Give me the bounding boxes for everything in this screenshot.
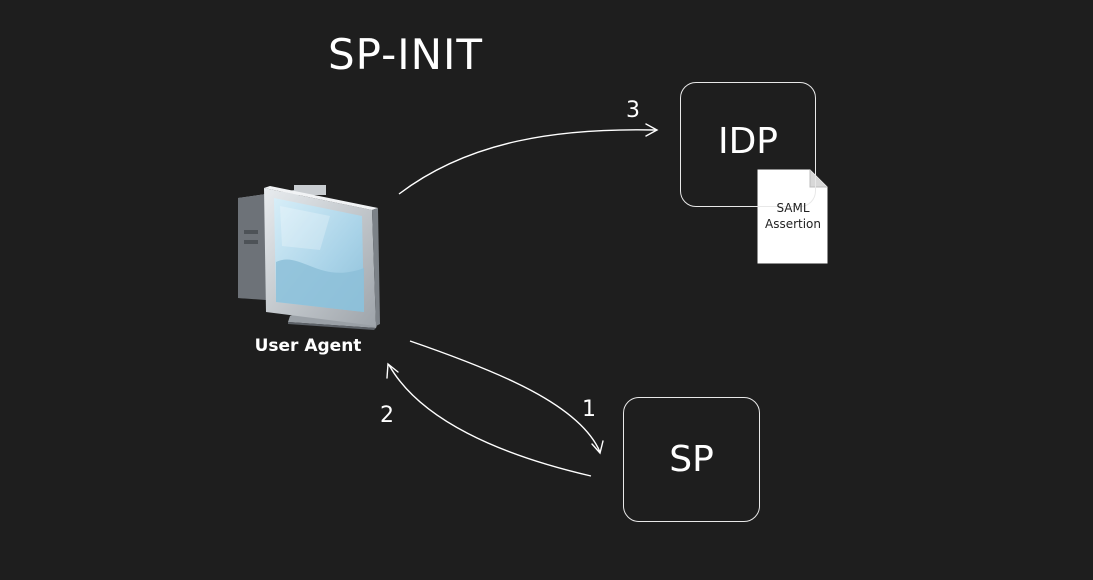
arrow-step1: [409, 340, 604, 455]
user-agent-label: User Agent: [254, 336, 362, 356]
saml-assertion-line1: SAML: [776, 201, 810, 215]
step-3-label: 3: [626, 98, 640, 123]
saml-assertion-line2: Assertion: [764, 217, 821, 231]
step-1-label: 1: [582, 397, 596, 422]
idp-node: IDP: [680, 82, 816, 207]
idp-label: IDP: [717, 121, 779, 162]
sp-label: SP: [669, 439, 714, 480]
diagram-title: SP-INIT: [328, 30, 484, 79]
computer-monitor-icon: [238, 185, 380, 330]
arrow-step2: [386, 362, 592, 477]
sp-node: SP: [623, 397, 760, 522]
step-2-label: 2: [380, 403, 394, 428]
arrow-step3: [398, 123, 659, 195]
saml-assertion-label: SAML Assertion: [758, 200, 828, 232]
